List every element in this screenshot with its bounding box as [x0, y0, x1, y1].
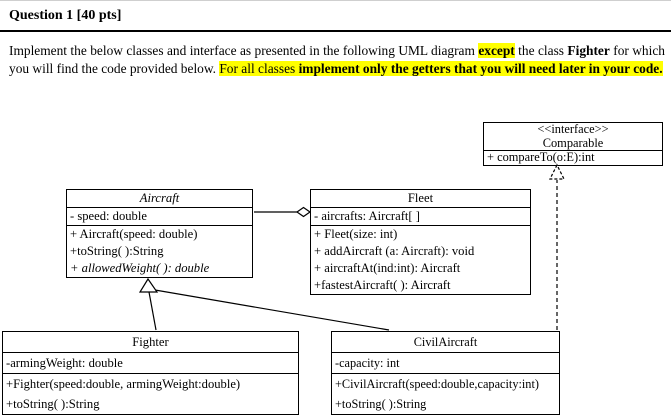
- realization-arrow-civilaircraft-comparable: [549, 163, 565, 330]
- aggregation-connector-aircraft-fleet: [254, 206, 312, 218]
- fleet-method: + Fleet(size: int): [314, 227, 398, 241]
- generalization-arrow-fighter-aircraft: [148, 291, 157, 331]
- heading-divider: [0, 30, 671, 32]
- fighter-method: +toString( ):String: [6, 397, 100, 411]
- aircraft-attribute: - speed: double: [67, 208, 252, 226]
- generalization-arrow-civilaircraft-aircraft: [154, 289, 390, 331]
- civilaircraft-name: CivilAircraft: [332, 332, 559, 353]
- para-text-2: the class: [514, 43, 568, 58]
- civilaircraft-method: +CivilAircraft(speed:double,capacity:int…: [335, 377, 539, 391]
- fleet-method: + aircraftAt(ind:int): Aircraft: [314, 261, 461, 275]
- fighter-attribute: -armingWeight: double: [3, 353, 298, 374]
- fighter-name: Fighter: [3, 332, 298, 353]
- fleet-attribute: - aircrafts: Aircraft[ ]: [311, 208, 530, 226]
- para-text-3: for which you will find the code provide…: [9, 43, 665, 76]
- civilaircraft-method: +toString( ):String: [335, 397, 427, 411]
- uml-class-aircraft: Aircraft - speed: double + Aircraft(spee…: [66, 189, 253, 278]
- aircraft-method-abstract: + allowedWeight( ): double: [70, 261, 210, 275]
- highlight-for-all-classes: For all classes: [219, 60, 299, 76]
- uml-class-fighter: Fighter -armingWeight: double +Fighter(s…: [2, 331, 299, 415]
- question-paragraph: Implement the below classes and interfac…: [9, 42, 665, 77]
- uml-class-fleet: Fleet - aircrafts: Aircraft[ ] + Fleet(s…: [310, 189, 531, 295]
- highlight-implement-getters: implement only the getters that you will…: [298, 60, 663, 76]
- highlight-except: except: [478, 43, 515, 58]
- generalization-triangle-icon: [138, 277, 159, 293]
- question-title: Question 1 [40 pts]: [9, 8, 122, 23]
- fleet-method: +fastestAircraft( ): Aircraft: [314, 278, 451, 292]
- comparable-stereotype: <<interface>>: [537, 122, 609, 136]
- comparable-name: Comparable: [484, 136, 662, 151]
- fighter-method: +Fighter(speed:double, armingWeight:doub…: [6, 377, 241, 391]
- aircraft-method: +toString( ):String: [70, 244, 164, 258]
- para-text-1: Implement the below classes and interfac…: [9, 43, 479, 58]
- fleet-method: + addAircraft (a: Aircraft): void: [314, 244, 475, 258]
- realization-triangle-icon: [549, 163, 565, 180]
- aircraft-name: Aircraft: [67, 190, 252, 208]
- fleet-name: Fleet: [311, 190, 530, 208]
- uml-class-civilaircraft: CivilAircraft -capacity: int +CivilAircr…: [331, 331, 560, 415]
- uml-class-comparable: <<interface>> Comparable + compareTo(o:E…: [483, 122, 663, 166]
- aircraft-method: + Aircraft(speed: double): [70, 227, 198, 241]
- comparable-method: + compareTo(o:E):int: [487, 150, 595, 164]
- civilaircraft-attribute: -capacity: int: [332, 353, 559, 374]
- aggregation-diamond-icon: [295, 206, 312, 218]
- bold-fighter: Fighter: [567, 43, 610, 58]
